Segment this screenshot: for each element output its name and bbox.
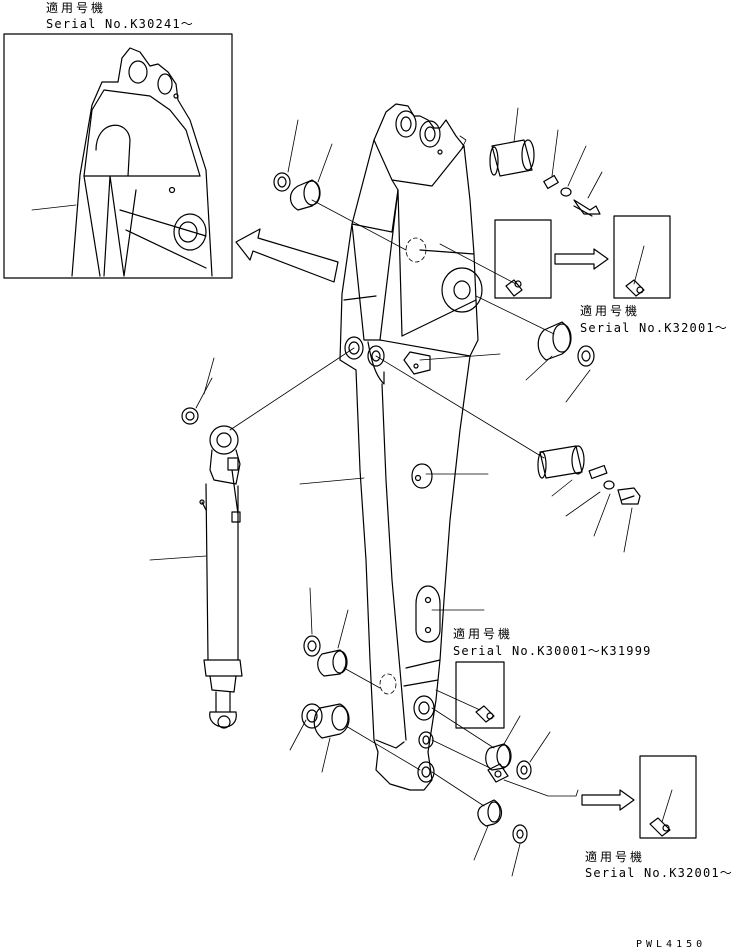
grease-fitting-plate	[475, 705, 495, 723]
boom-assembly	[339, 103, 483, 791]
inset-detail-view	[3, 33, 233, 279]
inset-leader	[31, 204, 77, 211]
inset-reference-arrow	[235, 228, 339, 283]
plate-applicable-label: 適用号機	[453, 627, 514, 641]
parts	[181, 139, 697, 844]
grease-fitting-top	[505, 279, 523, 297]
inset-serial-label: Serial No.K30241～	[46, 17, 194, 31]
grease-top-applicable-label: 適用号機	[580, 304, 641, 318]
grease-bottom-applicable-label: 適用号機	[585, 850, 646, 864]
grease-fitting-top-alt	[625, 279, 645, 297]
drawing-code: PWL4150	[636, 939, 707, 950]
grease-bottom-serial-label: Serial No.K32001～	[585, 866, 733, 880]
grease-fitting-bottom-alt	[649, 817, 671, 837]
grease-top-serial-label: Serial No.K32001～	[580, 321, 728, 335]
plate-serial-label: Serial No.K30001～K31999	[453, 644, 652, 658]
inset-boom-tip	[71, 47, 213, 277]
inset-applicable-label: 適用号機	[46, 1, 107, 15]
boom-cylinder	[199, 425, 243, 729]
leader-lines	[149, 107, 673, 877]
